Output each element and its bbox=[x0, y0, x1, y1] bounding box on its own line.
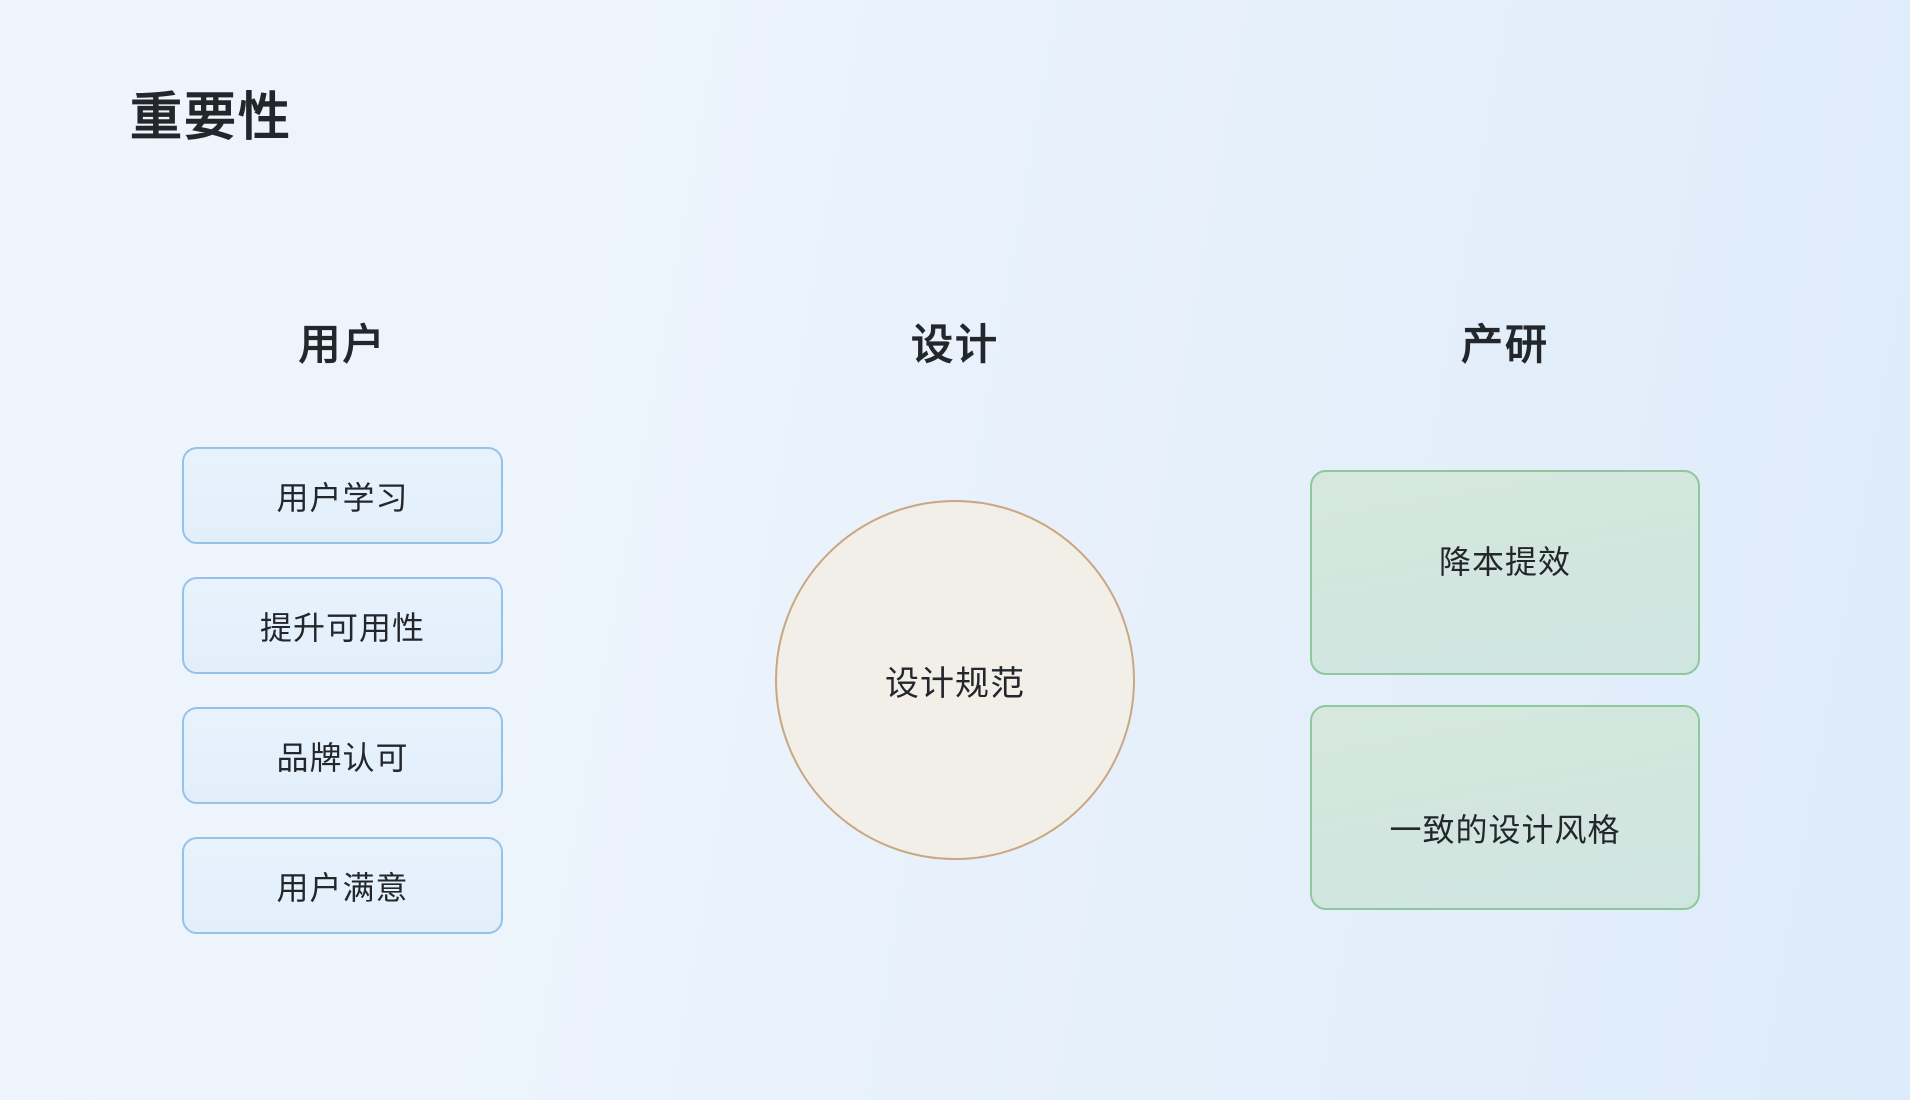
product-card-consistent-style[interactable]: 一致的设计风格 bbox=[1310, 705, 1700, 910]
column-header-design: 设计 bbox=[910, 321, 999, 368]
design-circle-container: 设计规范 bbox=[775, 500, 1135, 860]
card-label: 用户满意 bbox=[276, 869, 409, 906]
circle-label: 设计规范 bbox=[885, 664, 1025, 703]
design-circle-design-spec[interactable]: 设计规范 bbox=[775, 500, 1135, 860]
users-card-user-learning[interactable]: 用户学习 bbox=[182, 447, 503, 544]
column-header-users: 用户 bbox=[298, 321, 387, 368]
product-card-list: 降本提效 一致的设计风格 bbox=[1310, 470, 1700, 910]
users-card-improve-usability[interactable]: 提升可用性 bbox=[182, 577, 503, 674]
column-header-product: 产研 bbox=[1460, 321, 1549, 368]
users-card-brand-recognition[interactable]: 品牌认可 bbox=[182, 707, 503, 804]
product-card-cost-reduction[interactable]: 降本提效 bbox=[1310, 470, 1700, 675]
card-label: 一致的设计风格 bbox=[1389, 811, 1621, 848]
card-label: 降本提效 bbox=[1438, 543, 1571, 580]
page-title: 重要性 bbox=[130, 89, 293, 147]
card-label: 提升可用性 bbox=[259, 609, 425, 646]
users-card-user-satisfaction[interactable]: 用户满意 bbox=[182, 837, 503, 934]
card-label: 用户学习 bbox=[276, 479, 409, 516]
users-card-list: 用户学习 提升可用性 品牌认可 用户满意 bbox=[182, 447, 503, 934]
card-label: 品牌认可 bbox=[276, 739, 409, 776]
